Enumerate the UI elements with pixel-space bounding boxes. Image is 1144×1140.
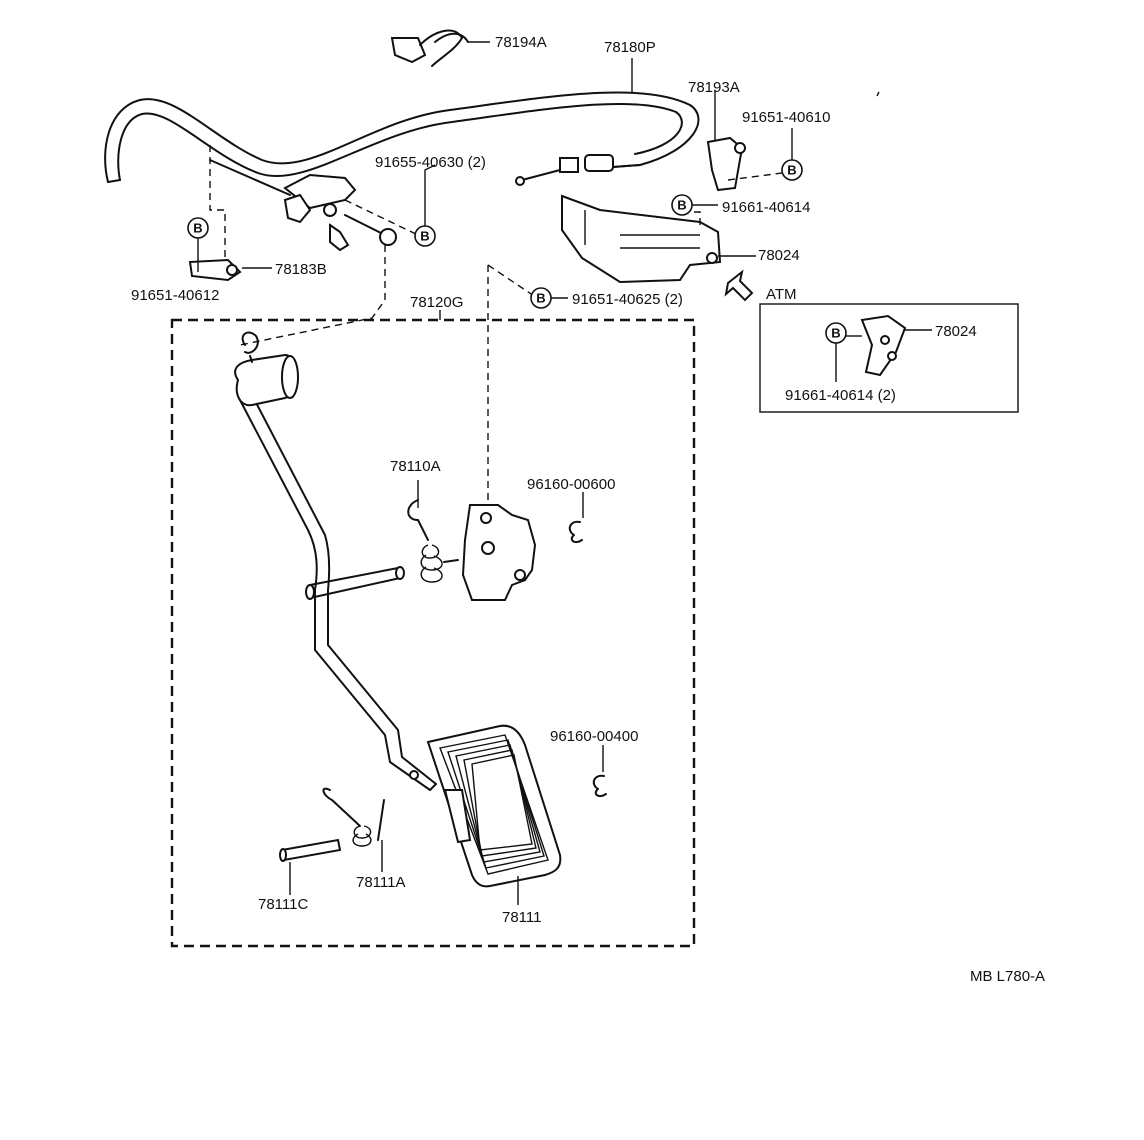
label-96160-00600: 96160-00600: [527, 476, 615, 493]
bolt-marker-2: B: [414, 164, 436, 247]
cable-bracket-left: [283, 173, 397, 252]
svg-text:B: B: [193, 221, 202, 236]
stray-mark: [876, 91, 880, 97]
throttle-cable: [104, 91, 700, 196]
label-atm-91661-40614: 91661-40614 (2): [785, 387, 896, 404]
bracket-78193A: [706, 90, 791, 192]
pedal-bracket-plate: [461, 504, 537, 601]
spring-78110A: [407, 480, 459, 583]
label-91651-40612: 91651-40612: [131, 287, 219, 304]
e-clip-96160-00400: [592, 745, 607, 798]
clip-78183B: [188, 258, 272, 282]
label-91655-40630: 91655-40630 (2): [375, 154, 486, 171]
label-78111C: 78111C: [258, 896, 308, 913]
drawing-code: MB L780-A: [970, 968, 1045, 985]
bolt-marker-4: B: [671, 194, 718, 216]
label-96160-00400: 96160-00400: [550, 728, 638, 745]
bolt-marker-6: B: [825, 322, 847, 382]
label-78111: 78111: [502, 909, 542, 926]
label-atm-78024: 78024: [935, 323, 977, 340]
bolt-marker-3: B: [781, 128, 803, 181]
label-91661-40614: 91661-40614: [722, 199, 810, 216]
svg-text:B: B: [677, 198, 686, 213]
e-clip-96160-00600: [568, 492, 584, 544]
label-78194A: 78194A: [495, 34, 547, 51]
svg-text:B: B: [420, 229, 429, 244]
label-78024: 78024: [758, 247, 800, 264]
clip-78194A: [390, 29, 490, 67]
label-atm: ATM: [766, 286, 797, 303]
part-labels: 78194A 78180P 78193A 91651-40610 91655-4…: [131, 34, 1045, 985]
atm-inset: [724, 269, 1019, 413]
bolt-markers: B B B B B B: [187, 128, 847, 382]
svg-text:B: B: [831, 326, 840, 341]
label-78193A: 78193A: [688, 79, 740, 96]
label-91651-40625: 91651-40625 (2): [572, 291, 683, 308]
guide-lines: [209, 145, 541, 510]
label-78110A: 78110A: [390, 458, 441, 475]
bracket-78024: [561, 194, 722, 284]
pedal-pad-78111: [426, 724, 562, 905]
label-78180P: 78180P: [604, 39, 656, 56]
bolt-marker-1: B: [187, 217, 209, 272]
assembly-box-78120G: [170, 310, 696, 948]
svg-text:B: B: [787, 163, 796, 178]
svg-text:B: B: [536, 291, 545, 306]
spring-78111A: [322, 787, 385, 872]
pedal-arm: [234, 331, 437, 791]
label-91651-40610: 91651-40610: [742, 109, 830, 126]
pin-78111C: [279, 838, 342, 895]
bolt-marker-5: B: [530, 287, 568, 309]
label-78111A: 78111A: [356, 874, 406, 891]
label-78120G: 78120G: [410, 294, 463, 311]
label-78183B: 78183B: [275, 261, 327, 278]
